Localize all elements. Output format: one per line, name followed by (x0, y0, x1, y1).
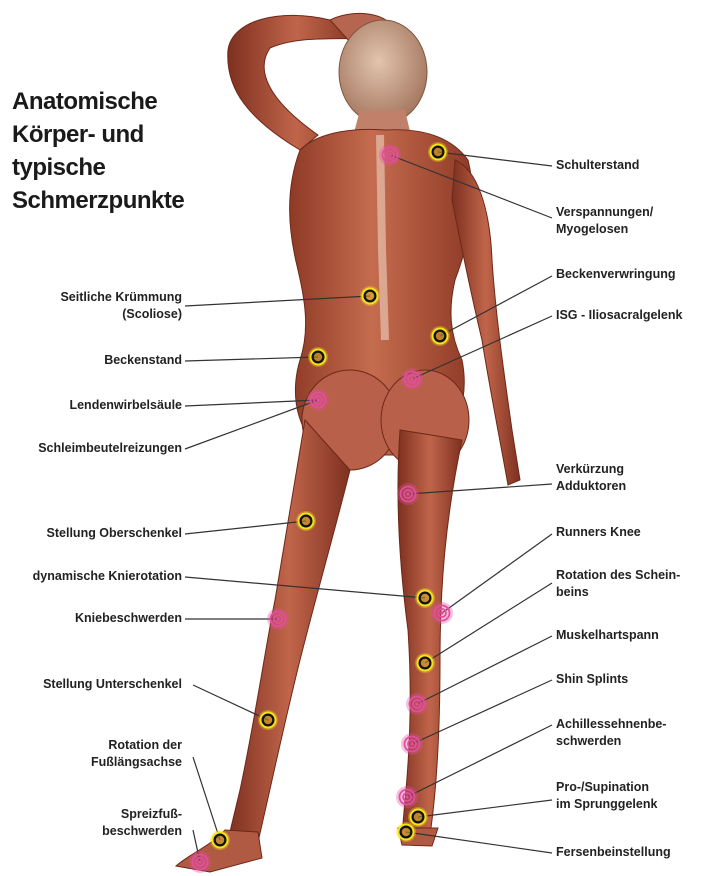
title-line-2: Körper- und (12, 121, 144, 149)
marker-left-4 (296, 511, 316, 531)
label-fersenbeinstellung: Fersenbeinstellung (556, 844, 671, 861)
label-runners-knee: Runners Knee (556, 524, 641, 541)
label-pro-supination: Pro-/Supinationim Sprunggelenk (556, 779, 657, 813)
label-verspannungen: Verspannungen/Myogelosen (556, 204, 653, 238)
title-line-3: typische (12, 154, 105, 182)
left-leg (228, 420, 350, 842)
leader-line-right-10 (418, 800, 552, 817)
marker-right-3 (401, 368, 423, 390)
marker-right-4 (397, 483, 419, 505)
marker-left-0 (360, 286, 380, 306)
label-seitliche-kruemmung: Seitliche Krümmung(Scoliose) (60, 289, 182, 323)
marker-right-2 (430, 326, 450, 346)
label-verkuerzung-adduktoren: VerkürzungAdduktoren (556, 461, 626, 495)
label-beckenverwringung: Beckenverwringung (556, 266, 675, 283)
marker-right-5 (431, 602, 453, 624)
marker-left-7 (258, 710, 278, 730)
label-achillessehne: Achillessehnenbe-schwerden (556, 716, 666, 750)
marker-left-5 (415, 588, 435, 608)
label-stellung-unterschenkel: Stellung Unterschenkel (43, 676, 182, 693)
marker-left-2 (307, 389, 329, 411)
label-stellung-oberschenkel: Stellung Oberschenkel (47, 525, 182, 542)
marker-right-9 (396, 786, 418, 808)
label-rotation-schienbein: Rotation des Schein-beins (556, 567, 680, 601)
marker-left-1 (308, 347, 328, 367)
leader-line-left-3 (185, 400, 318, 449)
label-rotation-fusslaengsachse: Rotation derFußlängsachse (91, 737, 182, 771)
title-line-4: Schmerzpunkte (12, 187, 184, 215)
label-spreizfuss: Spreizfuß-beschwerden (102, 806, 182, 840)
leader-line-left-8 (193, 757, 220, 840)
label-lendenwirbelsaeule: Lendenwirbelsäule (69, 397, 182, 414)
marker-right-11 (396, 822, 416, 842)
marker-right-8 (401, 733, 423, 755)
label-kniebeschwerden: Kniebeschwerden (75, 610, 182, 627)
marker-right-6 (415, 653, 435, 673)
marker-right-0 (428, 142, 448, 162)
marker-left-6 (267, 608, 289, 630)
label-beckenstand: Beckenstand (104, 352, 182, 369)
label-shin-splints: Shin Splints (556, 671, 628, 688)
label-muskelhartspann: Muskelhartspann (556, 627, 659, 644)
label-dynamische-knierotation: dynamische Knierotation (33, 568, 182, 585)
label-schulterstand: Schulterstand (556, 157, 639, 174)
leader-line-right-5 (442, 534, 552, 613)
leader-line-left-1 (185, 357, 318, 361)
marker-right-1 (379, 144, 401, 166)
spine (380, 135, 385, 340)
title-line-1: Anatomische (12, 88, 157, 116)
marker-left-8 (210, 830, 230, 850)
head (339, 20, 427, 124)
label-schleimbeutelreizungen: Schleimbeutelreizungen (38, 440, 182, 457)
marker-left-9 (189, 851, 211, 873)
label-isg: ISG - Iliosacralgelenk (556, 307, 682, 324)
marker-right-7 (406, 693, 428, 715)
